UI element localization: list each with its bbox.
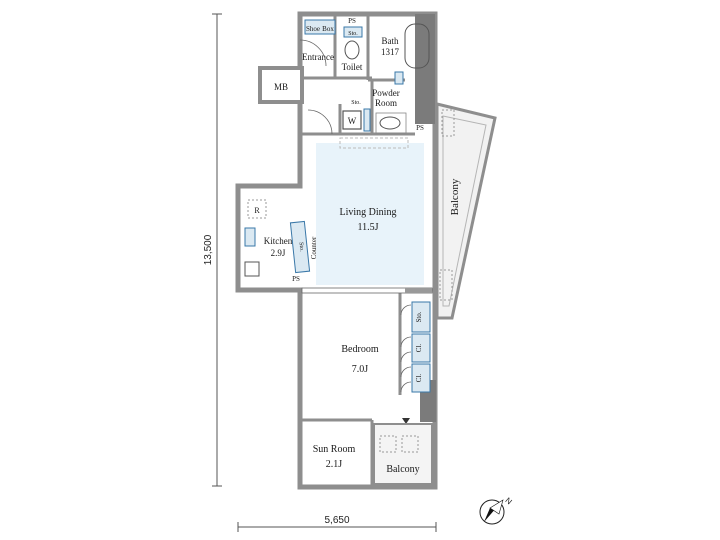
powder-room-label-2: Room	[375, 98, 397, 108]
kitchen-size: 2.9J	[271, 248, 286, 258]
ps-label-kitchen: PS	[292, 275, 300, 283]
hall-door	[307, 109, 333, 135]
shoe-box-label-1: Shoe	[306, 25, 320, 33]
bottom-balcony	[373, 423, 433, 485]
kitchen-sink	[244, 261, 260, 277]
height-dimension: 13,500	[203, 234, 214, 265]
mb-label: MB	[274, 82, 288, 92]
shoe-box-label-2: Box	[322, 25, 334, 33]
sliding-partition-pattern	[405, 288, 432, 293]
structural-column-upper	[415, 14, 435, 124]
sunroom-label: Sun Room	[313, 444, 356, 455]
bedroom-label: Bedroom	[341, 344, 378, 355]
balcony-ac-1	[379, 435, 397, 453]
compass-icon	[479, 499, 505, 525]
bedroom-size: 7.0J	[352, 364, 369, 375]
living-dining-label: Living Dining	[340, 207, 397, 218]
mb-closet	[258, 66, 304, 104]
entrance-door	[299, 39, 327, 67]
toilet-bowl	[344, 40, 360, 60]
toilet-label: Toilet	[342, 62, 363, 72]
width-dimension: 5,650	[324, 515, 349, 526]
counter-sto-label: Sto.	[298, 242, 305, 253]
closet-doors	[400, 304, 412, 393]
shoe-box	[304, 19, 336, 35]
kitchen-sto	[244, 227, 256, 247]
bath-size: 1317	[381, 47, 400, 57]
laundry-sto	[363, 108, 371, 132]
fridge-space	[247, 199, 267, 219]
bottom-balcony-label: Balcony	[386, 464, 419, 475]
living-dining-floor	[316, 143, 424, 285]
internal-walls	[300, 14, 435, 487]
closet-2	[411, 363, 431, 393]
washbasin	[379, 116, 401, 130]
washbasin-counter	[375, 112, 407, 134]
toilet-sto	[343, 26, 363, 38]
washer-sto-label: Sto.	[351, 100, 361, 106]
ps-label-top: PS	[348, 17, 356, 25]
closet-1	[411, 333, 431, 363]
bathtub	[404, 23, 430, 69]
powder-sto	[394, 71, 404, 85]
living-dining-size: 11.5J	[357, 222, 378, 233]
bedroom-sto-label: Sto.	[415, 311, 423, 322]
sunroom-size: 2.1J	[326, 459, 343, 470]
balcony-drain-top	[441, 109, 455, 137]
washer	[342, 110, 362, 130]
powder-room-label-1: Powder	[372, 88, 400, 98]
counter	[289, 220, 311, 274]
counter-label: Counter	[310, 236, 318, 259]
balcony-drain-bottom	[439, 269, 453, 301]
kitchen-label: Kitchen	[264, 236, 293, 246]
balcony-ac-2	[401, 435, 419, 453]
dimension-lines	[212, 13, 437, 532]
living-ceiling-mark	[339, 137, 409, 149]
fridge-label: R	[254, 206, 260, 215]
washer-label: W	[348, 116, 357, 126]
closet-1-label: Cl.	[415, 344, 423, 353]
compass-north-label: N	[504, 496, 514, 507]
entrance-label: Entrance	[302, 52, 334, 62]
closet-2-label: Cl.	[415, 374, 423, 383]
entry-arrow	[402, 418, 410, 424]
ps-label-right: PS	[416, 124, 424, 132]
bedroom-sto	[411, 301, 431, 333]
bath-label: Bath	[382, 36, 399, 46]
side-balcony-inner	[442, 115, 487, 307]
side-balcony	[435, 102, 497, 320]
side-balcony-label: Balcony	[449, 178, 461, 215]
toilet-sto-label: Sto.	[348, 31, 358, 37]
